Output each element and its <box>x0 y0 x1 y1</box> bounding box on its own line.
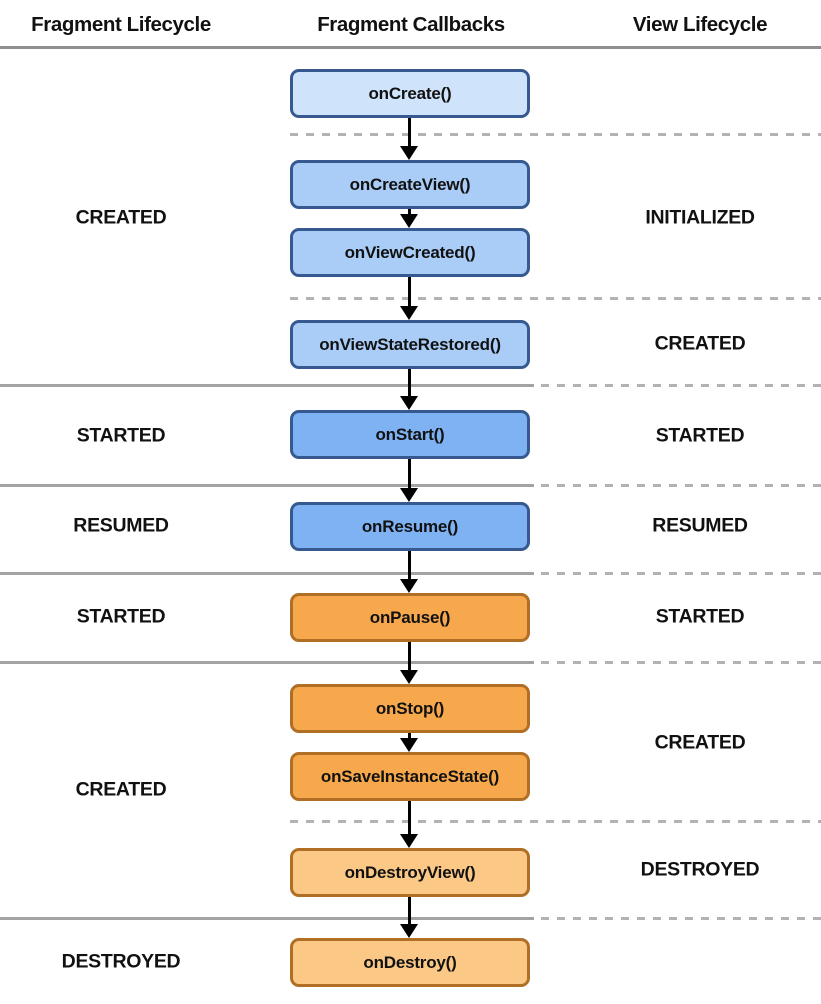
callback-box-onstop: onStop() <box>290 684 530 733</box>
column-header-fragment-lifecycle: Fragment Lifecycle <box>31 13 211 36</box>
flow-arrow-3 <box>400 276 419 320</box>
section-divider-4-solid <box>0 661 534 664</box>
column-header-fragment-callbacks: Fragment Callbacks <box>317 13 505 36</box>
fragment-state-destroyed: DESTROYED <box>61 950 181 973</box>
arrow-shaft <box>408 208 411 216</box>
arrow-head-icon <box>400 214 418 228</box>
view-state-initialized: INITIALIZED <box>645 206 755 229</box>
flow-arrow-7 <box>400 641 419 684</box>
arrow-head-icon <box>400 306 418 320</box>
callback-box-ondestroy: onDestroy() <box>290 938 530 987</box>
arrow-shaft <box>408 550 411 581</box>
fragment-state-resumed: RESUMED <box>73 514 169 537</box>
arrow-shaft <box>408 117 411 148</box>
arrow-shaft <box>408 368 411 398</box>
section-divider-5-dashed <box>541 917 821 920</box>
arrow-head-icon <box>400 488 418 502</box>
section-divider-3-dashed <box>541 572 821 575</box>
view-state-started-1: STARTED <box>655 424 745 447</box>
section-divider-2-dashed <box>541 484 821 487</box>
arrow-head-icon <box>400 670 418 684</box>
section-divider-4-dashed <box>541 661 821 664</box>
arrow-shaft <box>408 732 411 740</box>
arrow-head-icon <box>400 579 418 593</box>
arrow-head-icon <box>400 834 418 848</box>
callback-box-onpause: onPause() <box>290 593 530 642</box>
flow-arrow-10 <box>400 896 419 938</box>
flow-arrow-5 <box>400 458 419 502</box>
callback-box-onsaveinstancestate: onSaveInstanceState() <box>290 752 530 801</box>
arrow-head-icon <box>400 146 418 160</box>
callback-box-onresume: onResume() <box>290 502 530 551</box>
arrow-head-icon <box>400 924 418 938</box>
fragment-state-started-1: STARTED <box>76 424 166 447</box>
view-state-resumed: RESUMED <box>652 514 748 537</box>
view-state-destroyed: DESTROYED <box>640 858 760 881</box>
arrow-head-icon <box>400 396 418 410</box>
section-divider-1-solid <box>0 384 534 387</box>
view-state-started-2: STARTED <box>655 605 745 628</box>
fragment-state-created-2: CREATED <box>75 778 167 801</box>
flow-arrow-9 <box>400 800 419 848</box>
arrow-shaft <box>408 458 411 490</box>
subsection-divider-2 <box>290 297 821 300</box>
view-state-created-1: CREATED <box>654 332 746 355</box>
callback-box-onviewstaterestored: onViewStateRestored() <box>290 320 530 369</box>
callback-box-oncreate: onCreate() <box>290 69 530 118</box>
header-divider <box>0 46 821 49</box>
flow-arrow-6 <box>400 550 419 593</box>
callback-box-ondestroyview: onDestroyView() <box>290 848 530 897</box>
arrow-shaft <box>408 641 411 672</box>
view-state-created-2: CREATED <box>654 731 746 754</box>
subsection-divider-1 <box>290 133 821 136</box>
section-divider-5-solid <box>0 917 534 920</box>
fragment-state-started-2: STARTED <box>76 605 166 628</box>
subsection-divider-3 <box>290 820 821 823</box>
section-divider-3-solid <box>0 572 534 575</box>
flow-arrow-8 <box>400 732 419 752</box>
callback-box-oncreateview: onCreateView() <box>290 160 530 209</box>
callback-box-onviewcreated: onViewCreated() <box>290 228 530 277</box>
callback-box-onstart: onStart() <box>290 410 530 459</box>
fragment-state-created-1: CREATED <box>75 206 167 229</box>
arrow-shaft <box>408 896 411 926</box>
arrow-shaft <box>408 800 411 836</box>
flow-arrow-1 <box>400 117 419 160</box>
section-divider-1-dashed <box>541 384 821 387</box>
flow-arrow-2 <box>400 208 419 228</box>
arrow-shaft <box>408 276 411 308</box>
column-header-view-lifecycle: View Lifecycle <box>632 13 768 36</box>
flow-arrow-4 <box>400 368 419 410</box>
arrow-head-icon <box>400 738 418 752</box>
section-divider-2-solid <box>0 484 534 487</box>
